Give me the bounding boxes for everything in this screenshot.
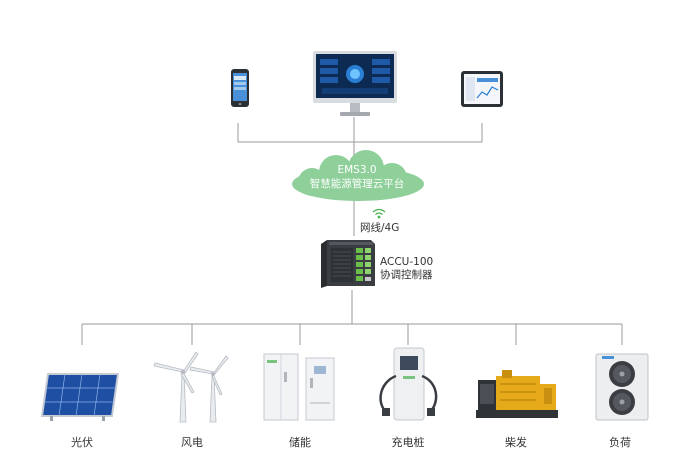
cloud-platform-icon xyxy=(292,150,424,201)
controller-name: 协调控制器 xyxy=(380,269,433,281)
device-label-solar: 光伏 xyxy=(71,436,93,449)
cloud-platform-title: 智慧能源管理云平台 xyxy=(309,178,405,190)
device-label-diesel: 柴发 xyxy=(505,436,527,449)
diesel-generator-icon xyxy=(476,370,558,418)
wifi-icon xyxy=(372,208,386,219)
cloud-platform-label: EMS3.0 智慧能源管理云平台 xyxy=(292,163,422,191)
device-label-ev-charger: 充电桩 xyxy=(391,436,425,449)
hvac-load-icon xyxy=(595,353,649,421)
energy-storage-cabinet-icon xyxy=(263,353,335,421)
tablet-icon xyxy=(461,71,503,107)
ev-charger-icon xyxy=(379,347,438,421)
controller-device-icon xyxy=(321,240,375,288)
cloud-platform-version: EMS3.0 xyxy=(337,164,377,176)
device-label-storage: 储能 xyxy=(289,436,311,449)
network-label: 网线/4G xyxy=(360,222,400,234)
device-label-wind: 风电 xyxy=(181,436,203,449)
solar-panel-icon xyxy=(40,373,120,421)
controller-model: ACCU-100 xyxy=(380,256,434,268)
desktop-monitor-icon xyxy=(313,51,397,116)
controller-label: ACCU-100 协调控制器 xyxy=(380,256,433,282)
wind-turbine-icon xyxy=(153,352,229,423)
device-label-load: 负荷 xyxy=(609,436,631,449)
smartphone-icon xyxy=(231,69,249,107)
